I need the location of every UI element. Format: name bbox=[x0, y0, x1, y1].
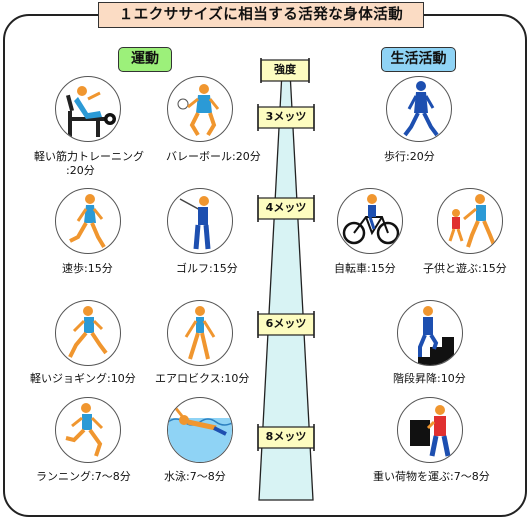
bicycle-label: 自転車:15分 bbox=[334, 262, 396, 275]
volleyball-icon bbox=[167, 76, 233, 142]
brisk-walking-icon bbox=[55, 188, 121, 254]
walking-icon bbox=[386, 76, 452, 142]
level-scroll-6 bbox=[257, 311, 315, 338]
carrying-luggage-icon bbox=[397, 397, 463, 463]
running-icon bbox=[55, 397, 121, 463]
aerobics-icon bbox=[167, 300, 233, 366]
playing-with-children-icon bbox=[437, 188, 503, 254]
golf-icon bbox=[167, 188, 233, 254]
diagram-title: １エクササイズに相当する活発な身体活動 bbox=[98, 2, 424, 28]
intensity-header-scroll bbox=[260, 58, 310, 83]
stairs-label: 階段昇降:10分 bbox=[393, 372, 466, 385]
intensity-header: 強度 bbox=[274, 63, 296, 76]
jogging-label: 軽いジョギング:10分 bbox=[30, 372, 136, 385]
carrying-luggage-label: 重い荷物を運ぶ:7～8分 bbox=[373, 470, 490, 483]
brisk-walking-label: 速歩:15分 bbox=[62, 262, 113, 275]
swimming-label: 水泳:7～8分 bbox=[164, 470, 226, 483]
level-label-3: 3メッツ bbox=[265, 110, 307, 123]
golf-label: ゴルフ:15分 bbox=[176, 262, 238, 275]
running-label: ランニング:7～8分 bbox=[36, 470, 131, 483]
bicycle-icon bbox=[337, 188, 403, 254]
stairs-icon bbox=[397, 300, 463, 366]
daily-activity-section-tag: 生活活動 bbox=[381, 47, 456, 72]
weight-training-label: 軽い筋力トレーニング bbox=[34, 150, 144, 163]
level-scroll-3 bbox=[257, 104, 315, 131]
weight-training-icon bbox=[55, 76, 121, 142]
level-label-4: 4メッツ bbox=[265, 201, 307, 214]
aerobics-label: エアロビクス:10分 bbox=[155, 372, 250, 385]
playing-with-children-label: 子供と遊ぶ:15分 bbox=[423, 262, 507, 275]
walking-label: 歩行:20分 bbox=[384, 150, 435, 163]
level-scroll-4 bbox=[257, 195, 315, 222]
exercise-section-tag: 運動 bbox=[118, 47, 172, 72]
weight-training-time: :20分 bbox=[66, 164, 95, 177]
level-label-8: 8メッツ bbox=[265, 430, 307, 443]
volleyball-label: バレーボール:20分 bbox=[166, 150, 261, 163]
level-label-6: 6メッツ bbox=[265, 317, 307, 330]
level-scroll-8 bbox=[257, 424, 315, 451]
swimming-icon bbox=[167, 397, 233, 463]
jogging-icon bbox=[55, 300, 121, 366]
